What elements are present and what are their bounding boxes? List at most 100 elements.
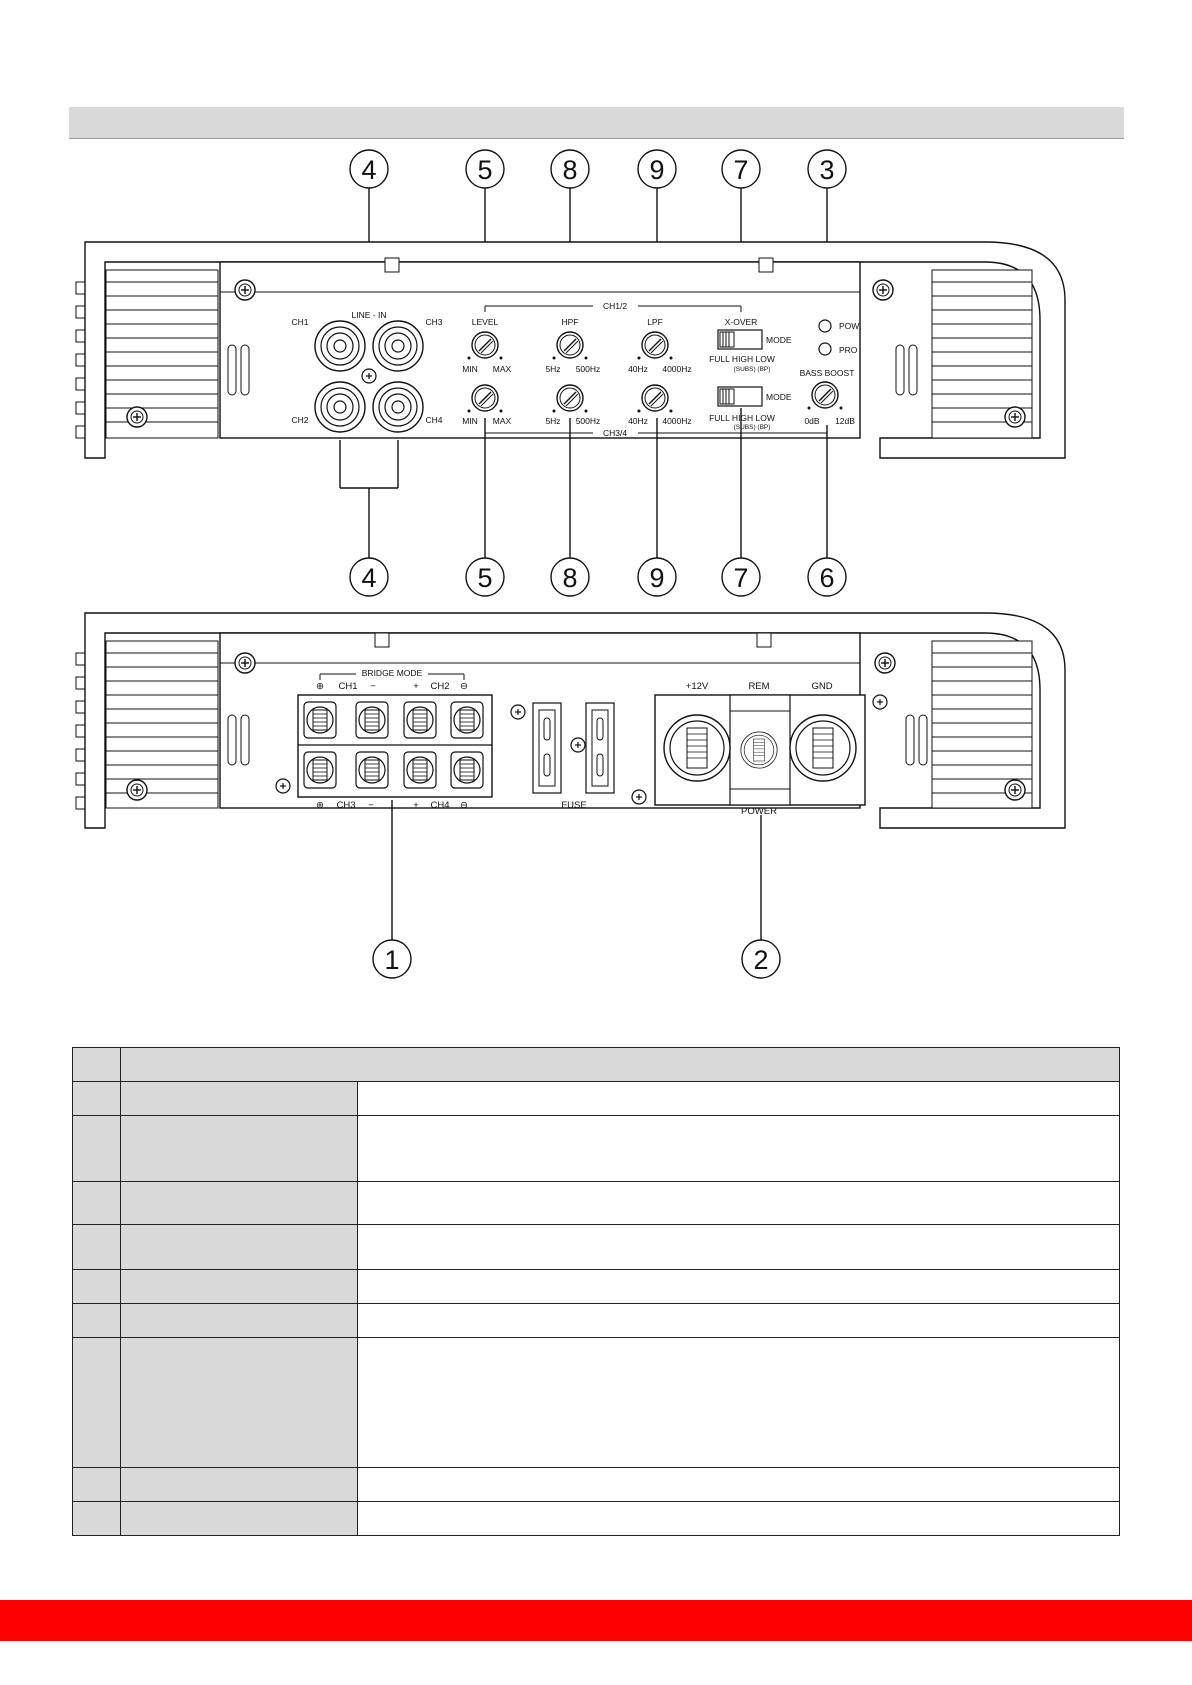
svg-text:1: 1 (384, 945, 399, 975)
svg-text:CH4: CH4 (425, 415, 442, 425)
rca-ch2[interactable] (314, 381, 366, 433)
table-row (72, 1181, 1120, 1225)
callout-8-top: 8 (550, 149, 590, 350)
svg-text:⊕: ⊕ (316, 800, 324, 811)
fuse-2[interactable] (585, 702, 615, 794)
svg-text:−: − (370, 681, 376, 692)
svg-text:500Hz: 500Hz (576, 364, 601, 374)
front-panel: CH1 LINE - IN CH3 CH2 CH4 CH1/2 CH3/4 LE… (75, 241, 1066, 459)
svg-text:BRIDGE MODE: BRIDGE MODE (362, 668, 423, 678)
table-header-row (72, 1047, 1120, 1082)
svg-text:4: 4 (361, 155, 376, 185)
svg-text:(SUBS) (BP): (SUBS) (BP) (734, 424, 771, 431)
svg-text:FULL HIGH LOW: FULL HIGH LOW (709, 413, 775, 423)
svg-text:LPF: LPF (647, 317, 663, 327)
table-row (72, 1467, 1120, 1502)
svg-text:12dB: 12dB (835, 416, 855, 426)
svg-text:PRO: PRO (839, 345, 858, 355)
svg-text:MODE: MODE (766, 392, 792, 402)
svg-text:HPF: HPF (562, 317, 579, 327)
svg-text:POW: POW (839, 321, 859, 331)
callout-4-mid: 4 (349, 557, 389, 597)
footer-bar (0, 1600, 1192, 1641)
svg-text:CH2: CH2 (291, 415, 308, 425)
controls-table (72, 1047, 1120, 1536)
pro-led (818, 342, 832, 356)
power-terminal-block (654, 694, 866, 806)
svg-text:⊖: ⊖ (460, 800, 468, 811)
xover-switch-ch12[interactable] (717, 329, 763, 350)
svg-text:CH3/4: CH3/4 (603, 428, 627, 438)
table-row (72, 1224, 1120, 1270)
svg-text:CH1/2: CH1/2 (603, 301, 627, 311)
svg-text:LINE - IN: LINE - IN (352, 310, 387, 320)
svg-text:CH3: CH3 (336, 800, 355, 811)
svg-text:7: 7 (733, 155, 748, 185)
svg-text:4000Hz: 4000Hz (662, 364, 691, 374)
svg-text:X-OVER: X-OVER (725, 317, 758, 327)
svg-text:GND: GND (811, 681, 832, 692)
svg-text:FULL HIGH LOW: FULL HIGH LOW (709, 354, 775, 364)
rca-ch1[interactable] (314, 320, 366, 372)
svg-text:POWER: POWER (741, 806, 777, 817)
svg-text:LEVEL: LEVEL (472, 317, 499, 327)
svg-text:4: 4 (361, 563, 376, 593)
rear-panel: BRIDGE MODE ⊕ CH1 − + CH2 ⊖ ⊕ CH3 − + CH… (75, 612, 1066, 829)
svg-text:5Hz: 5Hz (545, 364, 560, 374)
table-header-num (72, 1047, 121, 1082)
svg-text:CH4: CH4 (430, 800, 449, 811)
table-header-title (120, 1047, 1120, 1082)
svg-text:5: 5 (477, 563, 492, 593)
svg-text:MODE: MODE (766, 335, 792, 345)
callout-1: 1 (372, 939, 412, 979)
table-row (72, 1115, 1120, 1182)
rca-ch4[interactable] (372, 381, 424, 433)
svg-text:+12V: +12V (686, 681, 709, 692)
svg-text:8: 8 (562, 155, 577, 185)
svg-text:MAX: MAX (493, 416, 512, 426)
svg-text:4000Hz: 4000Hz (662, 416, 691, 426)
svg-text:BASS BOOST: BASS BOOST (800, 368, 855, 378)
svg-text:MIN: MIN (462, 416, 478, 426)
svg-text:CH2: CH2 (430, 681, 449, 692)
callout-5-mid: 5 (465, 557, 505, 597)
svg-text:9: 9 (649, 155, 664, 185)
svg-text:2: 2 (753, 945, 768, 975)
callout-8-mid: 8 (550, 557, 590, 597)
svg-text:5Hz: 5Hz (545, 416, 560, 426)
speaker-terminal-block (297, 694, 493, 798)
heatsink-right-rear (905, 640, 1033, 809)
svg-text:⊕: ⊕ (316, 681, 324, 692)
callout-6-mid: 6 (807, 557, 847, 597)
pow-led (818, 319, 832, 333)
table-row (72, 1501, 1120, 1536)
svg-text:3: 3 (819, 155, 834, 185)
svg-text:MAX: MAX (493, 364, 512, 374)
callout-7-top: 7 (721, 149, 761, 332)
table-row (72, 1081, 1120, 1116)
xover-switch-ch34[interactable] (717, 386, 763, 407)
table-row (72, 1303, 1120, 1338)
rca-ch3[interactable] (372, 320, 424, 372)
fuse-1[interactable] (532, 702, 562, 794)
section-header-bar (69, 107, 1124, 139)
svg-text:⊖: ⊖ (460, 681, 468, 692)
table-row (72, 1269, 1120, 1304)
callouts-bottom: 1 2 (372, 800, 781, 979)
callouts-mid: 4 5 8 9 7 6 (339, 408, 847, 597)
callout-7-mid: 7 (721, 557, 761, 597)
svg-text:(SUBS) (BP): (SUBS) (BP) (734, 366, 771, 373)
svg-text:500Hz: 500Hz (576, 416, 601, 426)
svg-text:CH3: CH3 (425, 317, 442, 327)
heatsink-left (75, 269, 250, 439)
callout-9-mid: 9 (637, 557, 677, 597)
svg-text:REM: REM (748, 681, 769, 692)
svg-text:+: + (413, 681, 419, 692)
svg-text:0dB: 0dB (804, 416, 819, 426)
callout-2: 2 (741, 939, 781, 979)
svg-text:5: 5 (477, 155, 492, 185)
svg-text:40Hz: 40Hz (628, 364, 648, 374)
svg-text:−: − (368, 800, 374, 811)
callout-9-top: 9 (637, 149, 677, 350)
svg-text:40Hz: 40Hz (628, 416, 648, 426)
